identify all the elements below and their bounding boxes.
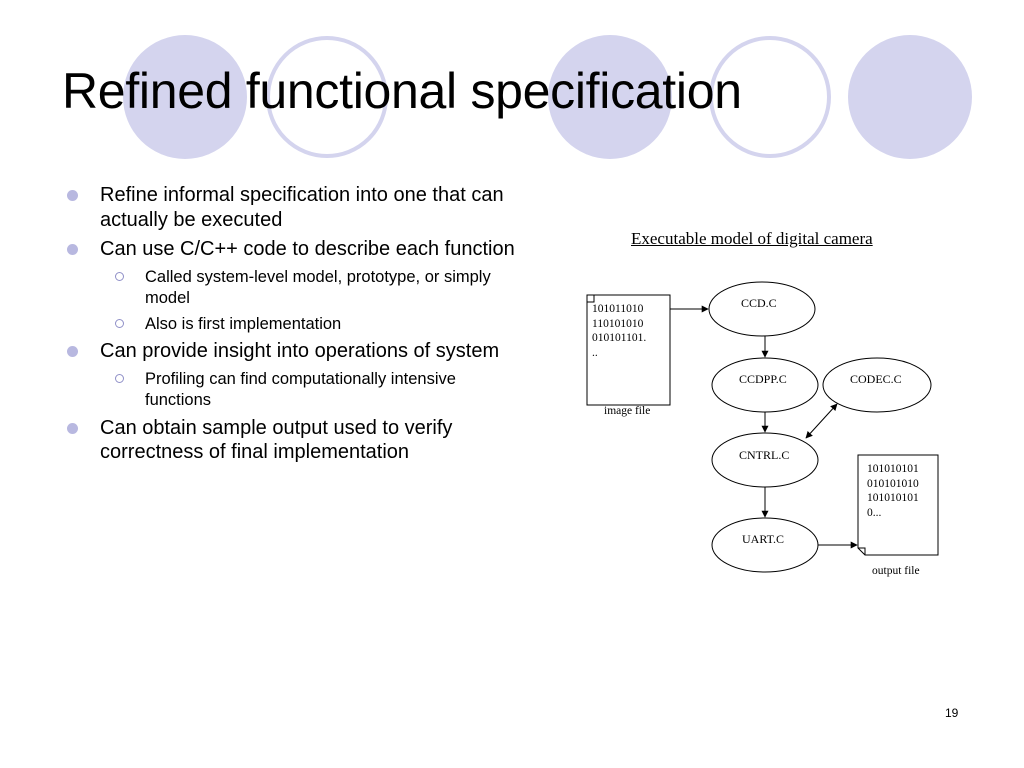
decor-circle-filled-2 (548, 35, 672, 159)
sub-bullet-ring-icon (115, 373, 124, 383)
image-file-fold (587, 295, 595, 303)
sub-bullet-text: Also is first implementation (145, 314, 342, 333)
output-file-shape (857, 454, 939, 556)
ccd-node-shape (708, 281, 816, 337)
sub-bullet-item: Also is first implementation (62, 314, 522, 336)
image-file-shape (586, 294, 671, 406)
image-file-content: 101011010 110101010 010101101. .. (592, 303, 647, 359)
sub-bullet-item: Called system-level model, prototype, or… (62, 267, 522, 310)
bullet-text: Can use C/C++ code to describe each func… (100, 238, 515, 260)
decor-circle-ring-1 (266, 36, 388, 158)
arrow-codec-cntrl (805, 403, 838, 439)
decor-circle-filled-3 (848, 35, 972, 159)
bullet-dot-icon (67, 346, 78, 357)
page-number: 19 (945, 706, 959, 720)
bullet-text: Refine informal specification into one t… (100, 184, 504, 231)
camera-model-diagram: Executable model of digital camera 10101… (580, 222, 940, 592)
codec-node-shape (822, 357, 932, 413)
bullet-item: Can obtain sample output used to verify … (62, 416, 522, 465)
ccd-node-label: CCD.C (741, 296, 777, 310)
bullet-dot-icon (67, 244, 78, 255)
sub-bullet-text: Called system-level model, prototype, or… (145, 267, 491, 308)
sub-bullet-text: Profiling can find computationally inten… (145, 369, 456, 410)
decorative-circles (123, 35, 972, 159)
slide-title: Refined functional specification (62, 63, 742, 119)
decor-circle-ring-2 (709, 36, 831, 158)
sub-bullet-ring-icon (115, 271, 124, 281)
bullet-dot-icon (67, 422, 78, 434)
bullet-dot-icon (67, 190, 78, 201)
bullet-item: Can provide insight into operations of s… (62, 339, 522, 364)
diagram-caption: Executable model of digital camera (631, 229, 873, 248)
output-file-label: output file (872, 565, 920, 577)
bullet-list: Refine informal specification into one t… (62, 183, 522, 470)
decor-circle-filled-1 (123, 35, 247, 159)
ccdpp-node-label: CCDPP.C (739, 372, 787, 386)
bullet-item: Refine informal specification into one t… (62, 183, 522, 232)
cntrl-node-label: CNTRL.C (739, 448, 790, 462)
sub-bullet-ring-icon (115, 318, 124, 328)
bullet-item: Can use C/C++ code to describe each func… (62, 237, 522, 262)
bullet-text: Can provide insight into operations of s… (100, 340, 500, 362)
sub-bullet-item: Profiling can find computationally inten… (62, 369, 522, 412)
bullet-text: Can obtain sample output used to verify … (100, 416, 453, 464)
diagram-graphics (586, 281, 939, 573)
image-file-label: image file (604, 405, 651, 417)
uart-node-label: UART.C (742, 532, 785, 546)
output-file-content: 101010101 010101010 101010101 0... (867, 463, 919, 519)
codec-node-label: CODEC.C (850, 372, 902, 386)
output-file-fold (858, 547, 866, 555)
